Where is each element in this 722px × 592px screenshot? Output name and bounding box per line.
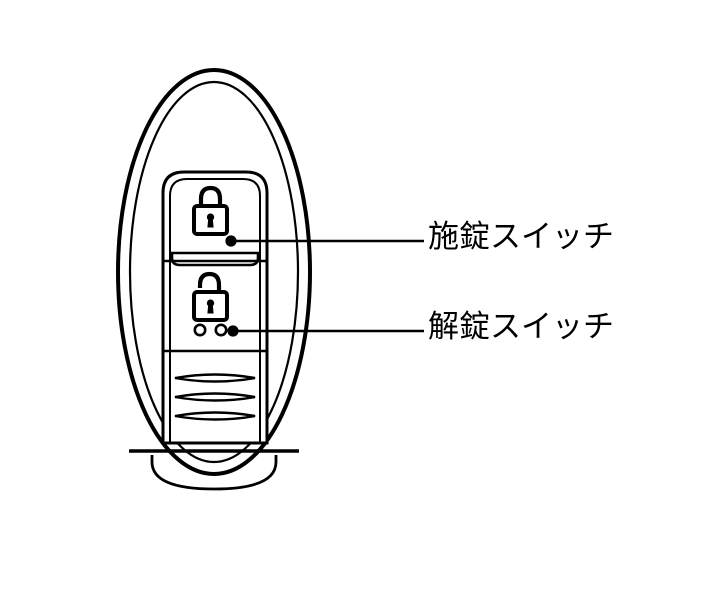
indicator-dot: [214, 323, 228, 337]
callout-label-unlock-switch: 解錠スイッチ: [428, 309, 614, 345]
padlock-open-icon: [192, 271, 229, 322]
callout-dot-unlock: [227, 325, 239, 337]
unlock-button[interactable]: [163, 261, 267, 351]
callout-dot-lock: [225, 235, 237, 247]
key-fob-button-panel-inner-outline: [169, 178, 261, 443]
indicator-dots: [193, 323, 228, 337]
callout-leader-lock: [225, 235, 424, 247]
grip-ridges: [174, 373, 256, 421]
button-divider-groove: [163, 251, 267, 267]
callout-leader-unlock: [227, 325, 424, 337]
callout-label-lock-switch: 施錠スイッチ: [428, 219, 614, 255]
key-fob-bottom-cap: [150, 455, 278, 491]
lock-button[interactable]: [163, 172, 267, 260]
grip-ridge: [174, 392, 256, 402]
grip-ridge: [174, 373, 256, 383]
padlock-closed-icon: [192, 185, 229, 236]
indicator-dot: [193, 323, 207, 337]
grip-ridge: [174, 411, 256, 421]
